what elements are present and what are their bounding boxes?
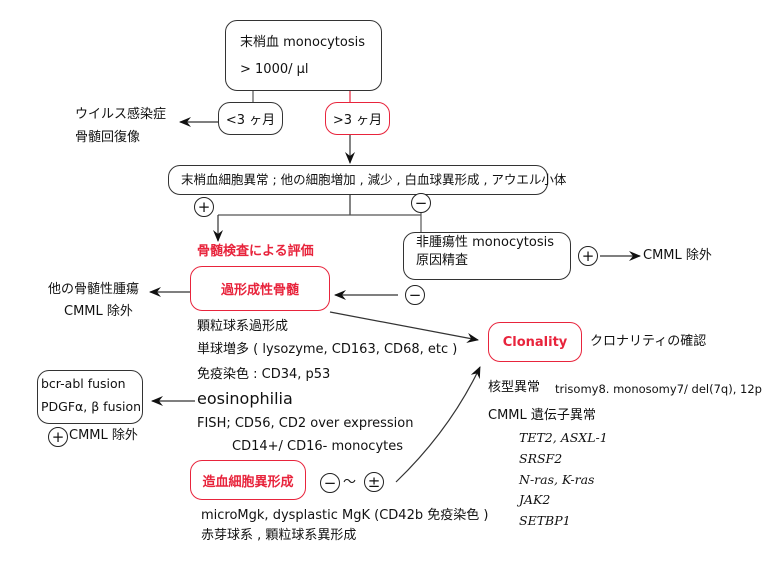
bm-eval-title: 骨髄検査による評価 [197,244,314,259]
hyperplastic-label: 過形成性骨髄 [220,283,299,298]
gene-item: JAK2 [519,492,551,507]
genes-label: CMML 遺伝子異常 [488,408,596,423]
nonneoplastic-exclude: CMML 除外 [643,248,712,263]
dysplasia-label: 造血細胞異形成 [202,474,294,490]
other-neoplasm-line1: 他の骨髄性腫瘍 [48,282,140,297]
clonality-box: Clonality [488,322,582,362]
minus-icon: − [405,285,425,305]
duration-short-label: <3 ヶ月 [225,113,276,128]
finding-item: CD14+/ CD16- monocytes [232,439,404,454]
plus-icon: + [194,197,214,217]
fusion-line1: bcr-abl fusion [41,376,126,391]
nonneoplastic-line1: 非腫瘍性 monocytosis [416,235,554,250]
gene-item: SETBP1 [519,513,571,528]
start-line2: > 1000/ µl [240,62,309,77]
finding-item: 単球増多 ( lysozyme, CD163, CD68, etc ) [197,342,458,357]
dysplasia-box: 造血細胞異形成 [190,460,306,500]
karyotype-label: 核型異常 [488,380,541,395]
minus-icon: − [320,473,340,493]
peripheral-text: 末梢血細胞異常 ; 他の細胞増加 , 減少 , 白血球異形成 , アウエル小体 [181,172,567,187]
tilde: 〜 [343,475,357,490]
duration-long-label: >3 ヶ月 [332,113,383,128]
minus-icon: − [411,193,431,213]
finding-item: FISH; CD56, CD2 over expression [197,416,414,431]
arrow-dysplasia-to-clonality [395,366,481,483]
start-line1: 末梢血 monocytosis [240,35,365,50]
finding-item: 顆粒球系過形成 [197,319,289,334]
short-result-line2: 骨髄回復像 [75,130,141,145]
fusion-exclude: CMML 除外 [69,428,138,443]
karyotype-text: trisomy8. monosomy7/ del(7q), 12p [555,382,762,396]
duration-short-box: <3 ヶ月 [218,102,283,135]
start-box [225,20,382,91]
plus-minus-icon: ± [364,472,384,492]
hyperplastic-box: 過形成性骨髄 [190,266,330,311]
arrow-hyper-to-clonality [329,311,479,343]
peripheral-box [168,165,548,195]
other-neoplasm-line2: CMML 除外 [64,304,133,319]
short-result-line1: ウイルス感染症 [75,107,167,122]
fusion-box [37,370,143,424]
dysplasia-line2: 赤芽球系 , 顆粒球系異形成 [201,528,357,543]
nonneoplastic-box [403,232,571,280]
plus-icon: + [578,246,598,266]
gene-item: SRSF2 [519,451,563,466]
gene-item: N-ras, K-ras [519,472,595,487]
dysplasia-line1: microMgk, dysplastic MgK (CD42b 免疫染色 ) [201,508,489,523]
finding-item: eosinophilia [197,389,293,408]
clonality-label: Clonality [502,334,568,350]
fusion-line2: PDGFα, β fusion [41,399,142,414]
plus-icon: + [48,427,68,447]
clonality-desc: クロナリティの確認 [590,334,707,349]
duration-long-box: >3 ヶ月 [325,102,390,135]
gene-item: TET2, ASXL-1 [519,430,608,445]
nonneoplastic-line2: 原因精査 [416,253,469,268]
finding-item: 免疫染色 : CD34, p53 [197,367,331,382]
